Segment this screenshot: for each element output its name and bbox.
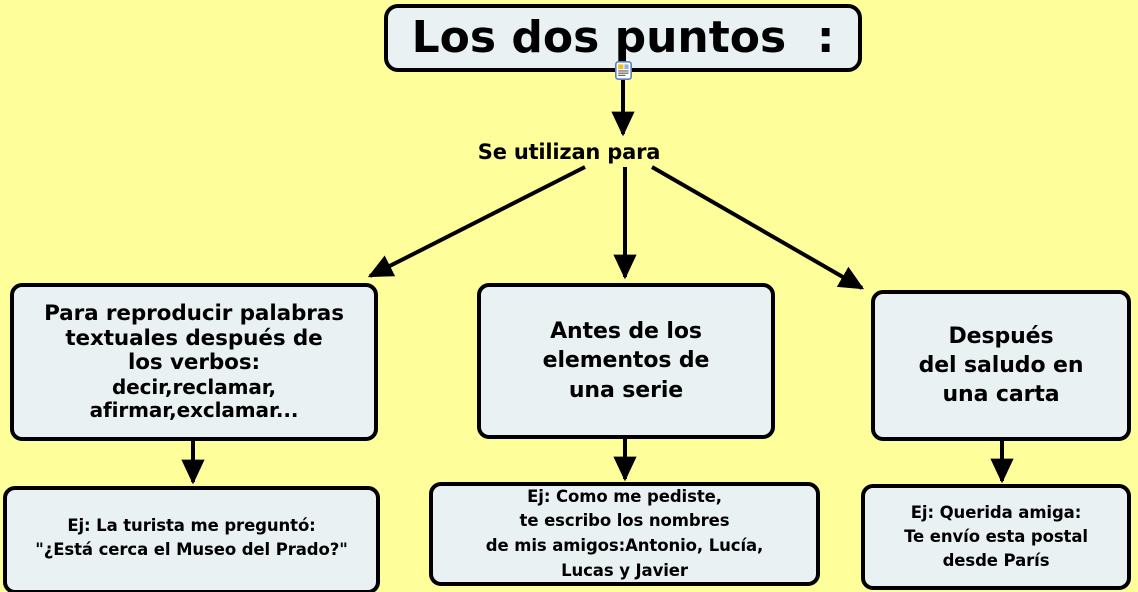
category-2-line-2: elementos de	[542, 348, 710, 374]
page-title: Los dos puntos :	[411, 11, 835, 63]
note-icon[interactable]	[615, 61, 632, 80]
category-1-line-1: Para reproducir palabras	[44, 301, 344, 327]
example-box-2[interactable]: Ej: Como me pediste, te escribo los nomb…	[429, 482, 820, 586]
example-2-line-3: de mis amigos:Antonio, Lucía,	[485, 536, 764, 555]
category-1-line-3: los verbos:	[127, 350, 261, 376]
edge-center-to-cat-3	[651, 165, 865, 290]
example-box-3[interactable]: Ej: Querida amiga: Te envío esta postal …	[861, 484, 1131, 590]
example-2-line-4: Lucas y Javier	[561, 560, 688, 580]
example-3-line-1: Ej: Querida amiga:	[910, 503, 1082, 523]
example-3-line-3: desde París	[942, 550, 1050, 570]
category-1-line-4: decir,reclamar,	[111, 374, 277, 399]
category-box-2[interactable]: Antes de los elementos de una serie	[477, 283, 775, 439]
category-box-3[interactable]: Después del saludo en una carta	[871, 290, 1131, 441]
example-1-line-2: "¿Está cerca el Museo del Prado?"	[35, 539, 348, 559]
category-3-line-2: del saludo en	[918, 352, 1084, 378]
category-3-line-1: Después	[948, 323, 1054, 349]
category-2-line-1: Antes de los	[550, 319, 702, 345]
category-box-1[interactable]: Para reproducir palabras textuales despu…	[10, 283, 378, 441]
example-1-line-1: Ej: La turista me preguntó:	[67, 516, 316, 535]
example-2-line-1: Ej: Como me pediste,	[527, 486, 722, 506]
category-1-line-5: afirmar,exclamar...	[89, 397, 299, 422]
category-1-line-2: textuales después de	[65, 325, 323, 351]
category-3-line-3: una carta	[942, 382, 1060, 408]
category-2-line-3: una serie	[568, 377, 684, 403]
example-3-line-2: Te envío esta postal	[904, 527, 1088, 547]
edge-center-to-cat-1	[367, 165, 586, 278]
center-label: Se utilizan para	[477, 140, 661, 164]
diagram-title-box[interactable]: Los dos puntos :	[384, 4, 862, 72]
example-2-line-2: te escribo los nombres	[519, 511, 730, 531]
example-box-1[interactable]: Ej: La turista me preguntó: "¿Está cerca…	[3, 486, 380, 592]
